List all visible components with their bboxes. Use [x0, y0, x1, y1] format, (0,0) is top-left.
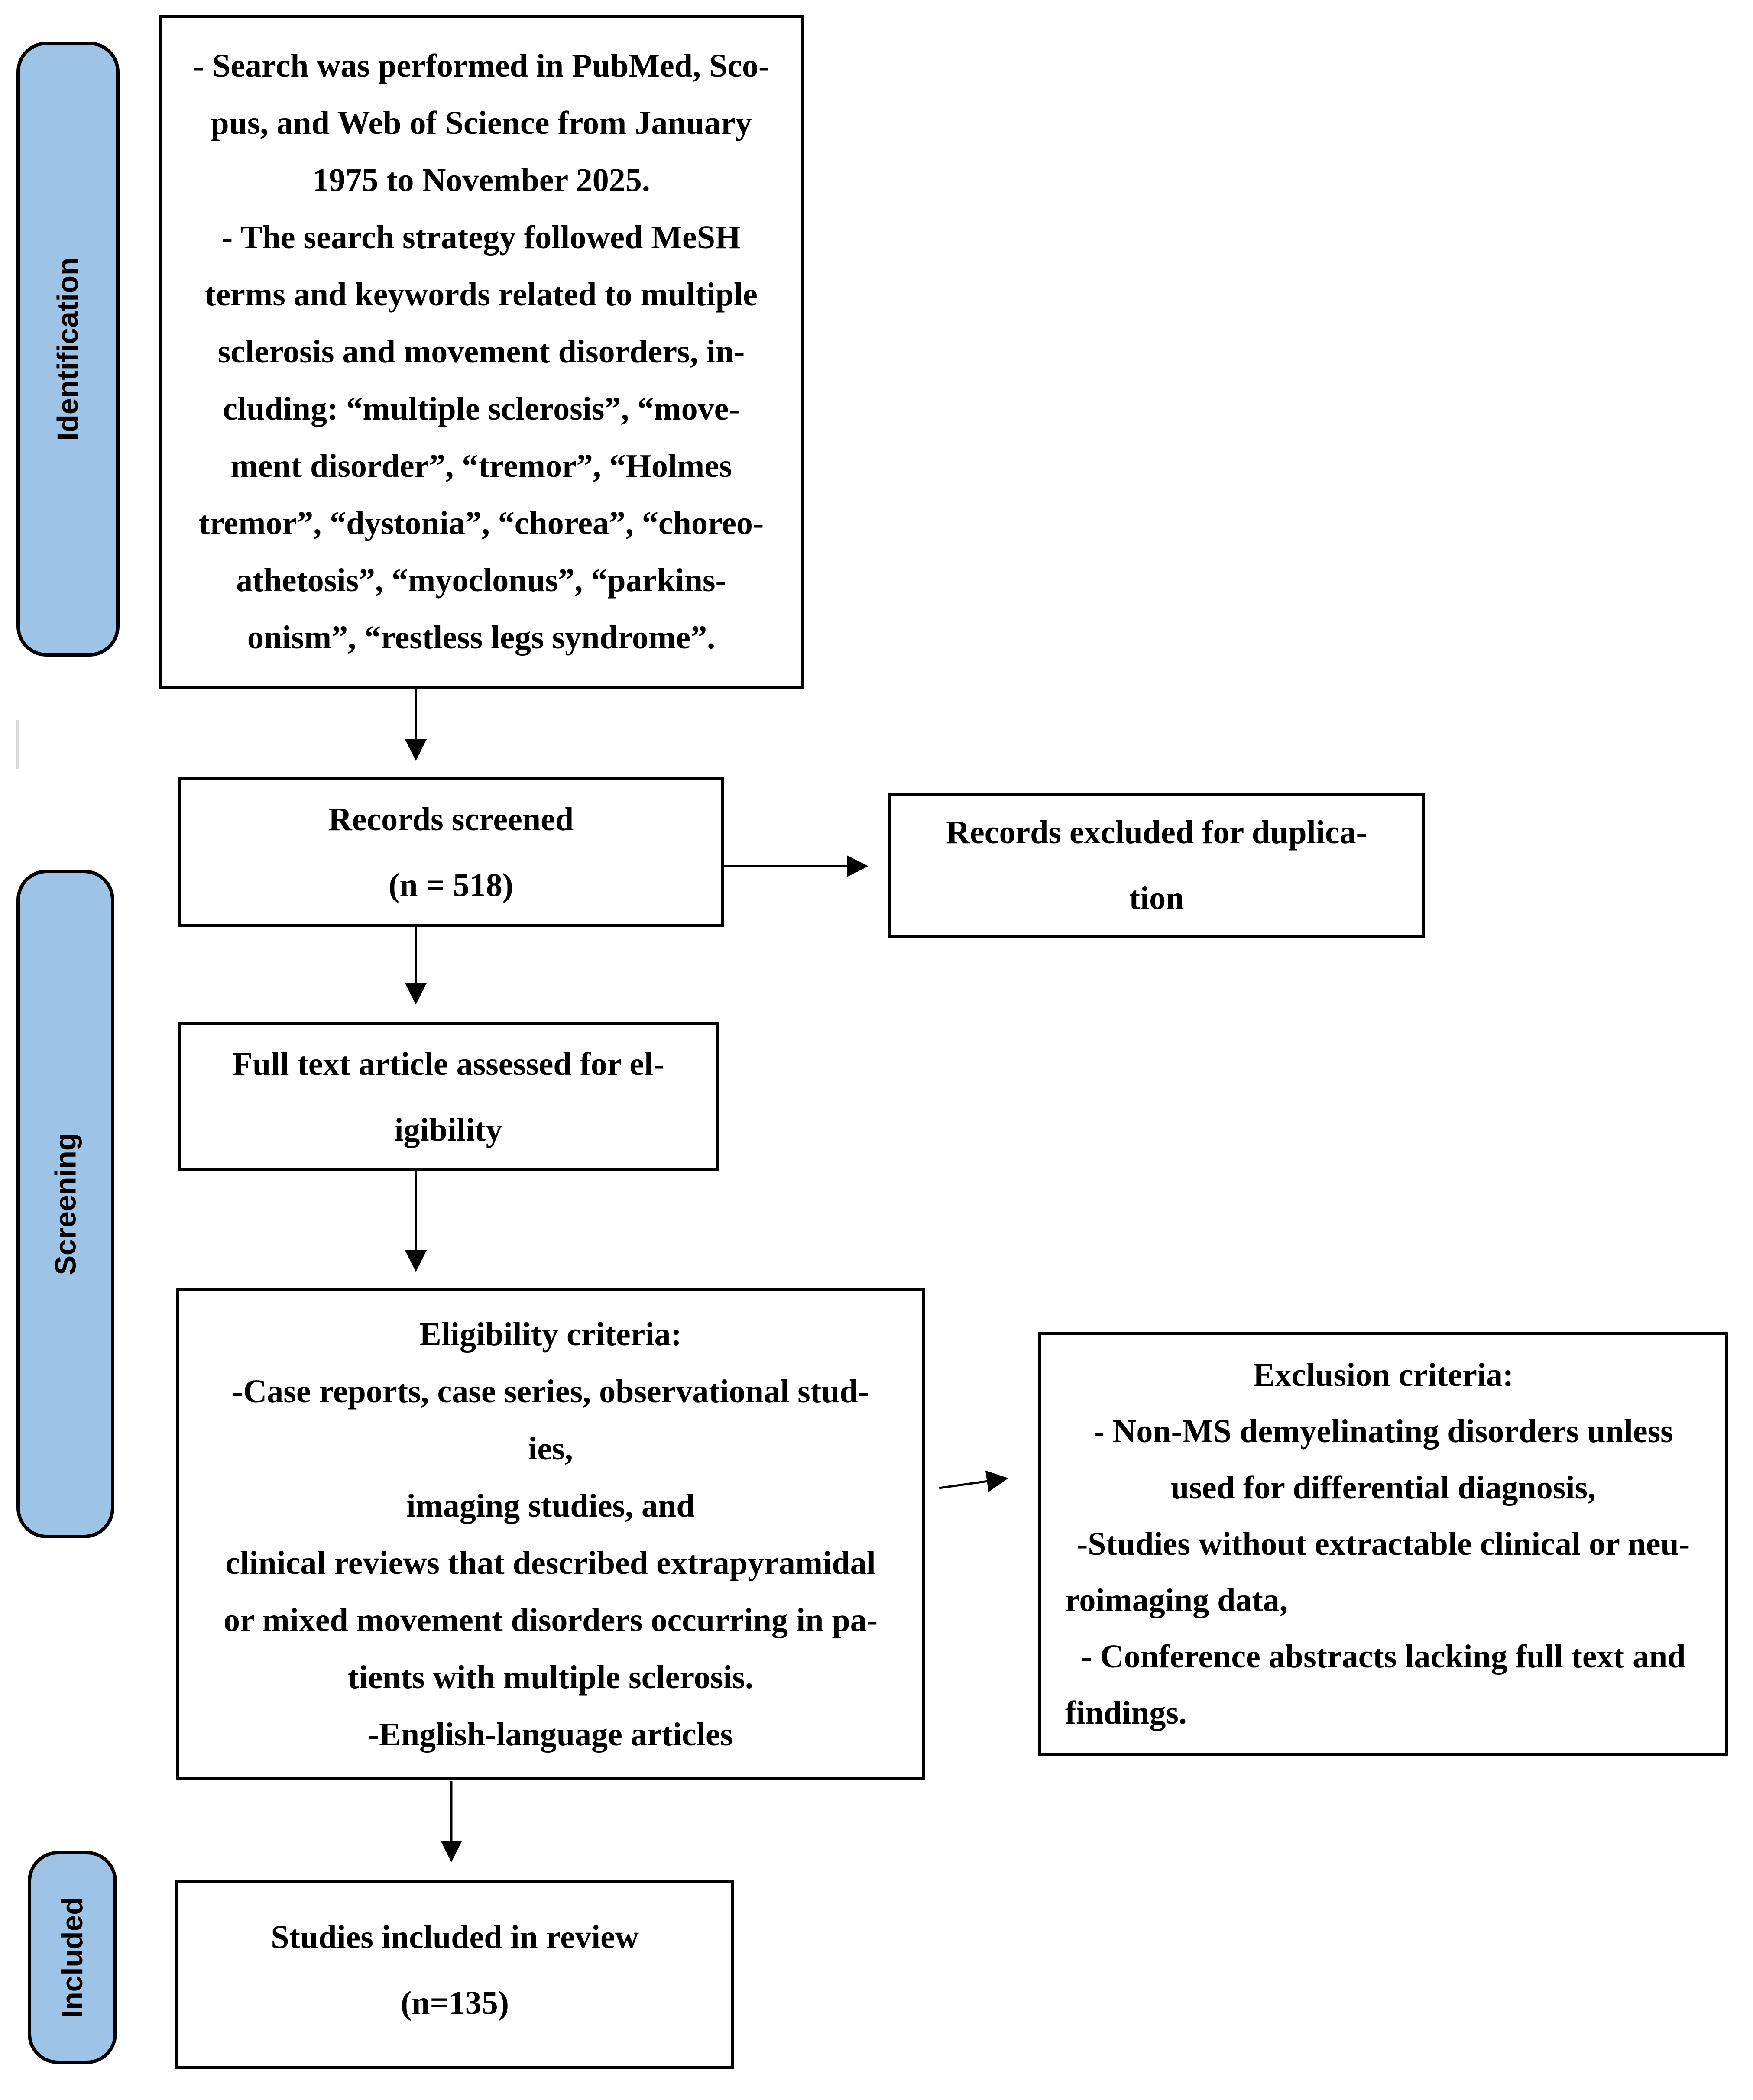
text-line: clinical reviews that described extrapyr…	[225, 1544, 876, 1581]
text-line: Full text article assessed for el-	[232, 1045, 664, 1082]
text-line: athetosis”, “myoclonus”, “parkins-	[236, 562, 726, 599]
box-records-excluded: Records excluded for duplica- tion	[888, 793, 1425, 938]
text-line: ment disorder”, “tremor”, “Holmes	[230, 448, 732, 484]
box-exclusion-criteria: Exclusion criteria: - Non-MS demyelinati…	[1038, 1332, 1728, 1756]
text-line: tion	[1129, 880, 1184, 916]
text-line: onism”, “restless legs syndrome”.	[247, 619, 716, 656]
stage-screening-label: Screening	[49, 1133, 82, 1275]
text-line: imaging studies, and	[406, 1487, 695, 1524]
gray-edge-artifact	[16, 720, 19, 769]
studies-included-count: (n=135)	[400, 1985, 509, 2021]
stage-identification-label: Identification	[52, 257, 85, 441]
stage-included-label: Included	[56, 1897, 89, 2018]
text-line: 1975 to November 2025.	[312, 162, 650, 198]
text-line: tients with multiple sclerosis.	[348, 1659, 753, 1696]
text-line: sclerosis and movement disorders, in-	[217, 333, 745, 370]
eligibility-criteria-heading: Eligibility criteria:	[419, 1316, 682, 1353]
text-line: tremor”, “dystonia”, “chorea”, “choreo-	[198, 505, 764, 541]
arrow-eligibility-to-exclusion	[939, 1470, 1008, 1492]
text-line: igibility	[394, 1111, 502, 1148]
records-screened-count: (n = 518)	[388, 867, 514, 903]
box-eligibility-criteria: Eligibility criteria: -Case reports, cas…	[176, 1288, 925, 1780]
text-line: -Case reports, case series, observationa…	[232, 1373, 869, 1410]
box-full-text-assessed: Full text article assessed for el- igibi…	[178, 1022, 719, 1171]
text-line: Studies included in review	[271, 1919, 639, 1955]
stage-identification: Identification	[16, 42, 120, 657]
box-search-note: - Search was performed in PubMed, Sco- p…	[159, 15, 804, 689]
text-line: Records excluded for duplica-	[946, 814, 1367, 851]
stage-included: Included	[28, 1851, 117, 2064]
text-line: ies,	[528, 1430, 573, 1467]
box-records-screened: Records screened (n = 518)	[178, 777, 724, 927]
box-studies-included: Studies included in review (n=135)	[175, 1880, 734, 2069]
text-line: roimaging data,	[1065, 1582, 1288, 1618]
exclusion-criteria-heading: Exclusion criteria:	[1253, 1357, 1514, 1393]
text-line: - The search strategy followed MeSH	[221, 219, 741, 256]
text-line: - Search was performed in PubMed, Sco-	[193, 48, 770, 84]
text-line: terms and keywords related to multiple	[205, 276, 758, 313]
text-line: or mixed movement disorders occurring in…	[224, 1602, 878, 1638]
text-line: - Conference abstracts lacking full text…	[1081, 1638, 1686, 1675]
stage-screening: Screening	[16, 870, 114, 1538]
text-line: -English-language articles	[368, 1716, 733, 1753]
text-line: - Non-MS demyelinating disorders unless	[1093, 1413, 1673, 1450]
text-line: cluding: “multiple sclerosis”, “move-	[223, 391, 740, 427]
text-line: Records screened	[328, 801, 574, 838]
text-line: findings.	[1065, 1695, 1187, 1731]
text-line: pus, and Web of Science from January	[211, 105, 752, 141]
text-line: -Studies without extractable clinical or…	[1076, 1526, 1690, 1562]
text-line: used for differential diagnosis,	[1170, 1469, 1596, 1506]
